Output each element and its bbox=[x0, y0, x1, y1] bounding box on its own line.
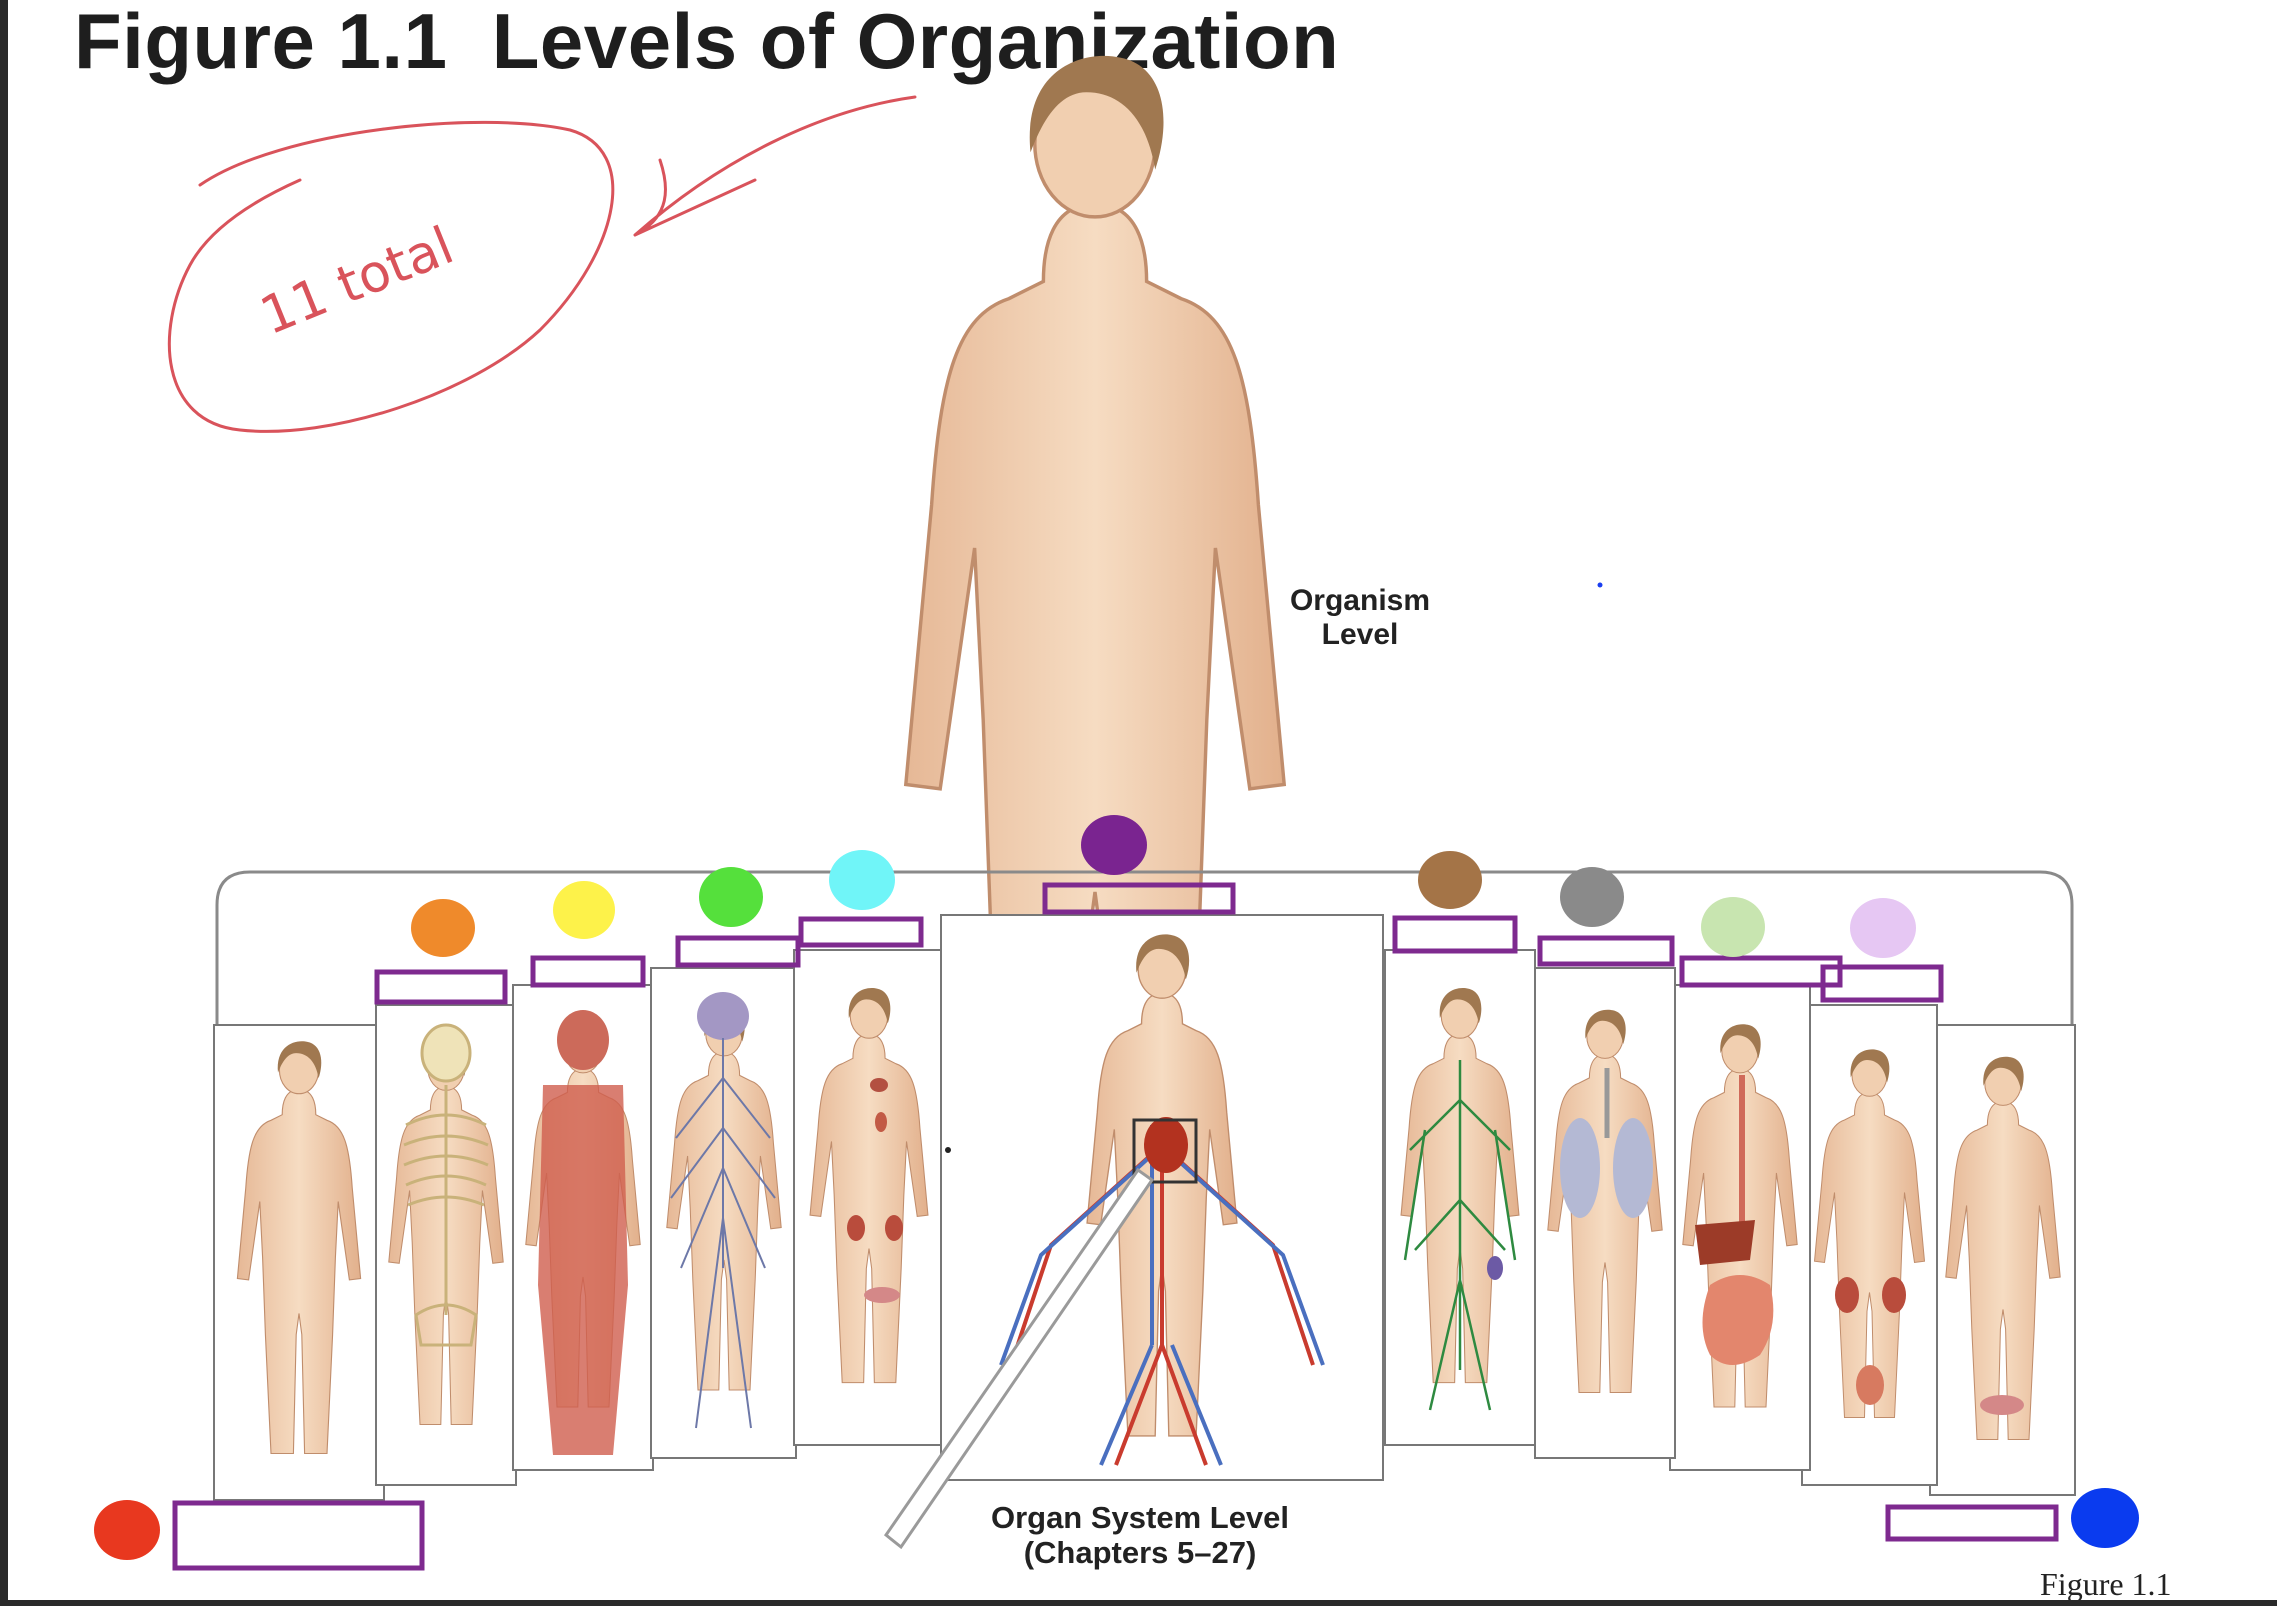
dot-green bbox=[699, 867, 763, 927]
handwritten-annotation bbox=[167, 95, 917, 433]
dot-blue bbox=[2071, 1488, 2139, 1548]
panel-nervous bbox=[650, 967, 797, 1459]
panel-cardiovascular bbox=[883, 914, 1384, 1550]
window-edge bbox=[0, 0, 8, 1606]
panel-integumentary-back-right bbox=[1929, 1024, 2076, 1496]
dot-lavender bbox=[1850, 898, 1916, 958]
label-box-respiratory[interactable] bbox=[1537, 935, 1675, 967]
annotation-circle-icon bbox=[167, 120, 615, 433]
label-box-lymphatic[interactable] bbox=[1392, 915, 1518, 954]
organ-system-level-label: Organ System Level (Chapters 5–27) bbox=[990, 1500, 1290, 1570]
label-box-nervous[interactable] bbox=[675, 935, 801, 968]
organism-level-label: Organism Level bbox=[1289, 584, 1431, 651]
dot-purple bbox=[1081, 815, 1147, 875]
organ-system-panels bbox=[213, 914, 2076, 1550]
handwritten-note: 11 total bbox=[252, 216, 461, 347]
label-box-cardiovascular[interactable] bbox=[1042, 882, 1236, 915]
dot-yellow bbox=[553, 881, 615, 939]
window-bottom-edge bbox=[0, 1600, 2277, 1606]
panel-muscular bbox=[512, 984, 654, 1471]
label-box-endocrine[interactable] bbox=[798, 916, 924, 948]
panel-integumentary bbox=[213, 1024, 385, 1501]
dot-red bbox=[94, 1500, 160, 1560]
pointer-arrow-icon bbox=[883, 1167, 1155, 1550]
annotation-arrow-icon bbox=[633, 95, 917, 237]
label-box-reproductive[interactable] bbox=[1885, 1504, 2059, 1542]
label-box-urinary[interactable] bbox=[1820, 964, 1944, 1003]
figure-title: Figure 1.1 Levels of Organization bbox=[74, 0, 1340, 85]
panel-urinary bbox=[1801, 1004, 1938, 1486]
label-box-digestive[interactable] bbox=[1679, 955, 1843, 988]
organ-system-bracket bbox=[215, 870, 2074, 1030]
panel-respiratory bbox=[1534, 967, 1676, 1459]
dot-gray bbox=[1560, 867, 1624, 927]
panel-lymphatic bbox=[1384, 949, 1536, 1446]
figure-footer-label: Figure 1.1 bbox=[2040, 1566, 2172, 1602]
color-dots bbox=[94, 815, 2139, 1560]
panel-endocrine bbox=[793, 949, 945, 1446]
dot-brown bbox=[1418, 851, 1482, 909]
dot-cyan bbox=[829, 850, 895, 910]
organ-system-label-boxes bbox=[172, 882, 2059, 1571]
label-box-skeletal[interactable] bbox=[374, 969, 508, 1005]
label-box-muscular[interactable] bbox=[530, 955, 646, 988]
panel-skeletal bbox=[375, 1004, 517, 1486]
dot-light-green bbox=[1701, 897, 1765, 957]
label-box-chemical[interactable] bbox=[172, 1500, 425, 1571]
panel-digestive bbox=[1669, 984, 1811, 1471]
dot-orange bbox=[411, 899, 475, 957]
